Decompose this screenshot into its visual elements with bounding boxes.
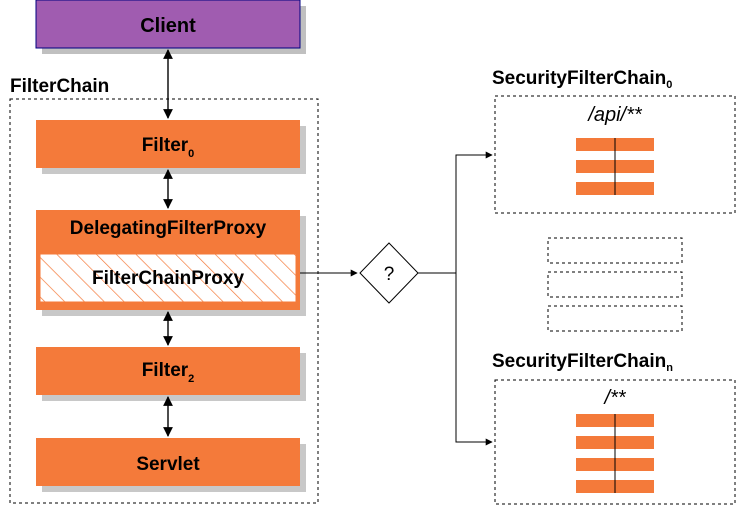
filter0-label: Filter0	[142, 135, 195, 160]
decision-label: ?	[384, 264, 395, 285]
client-node: Client	[35, 0, 306, 54]
filter0-node: Filter0	[36, 120, 306, 174]
security-chain-n-filter-stack	[576, 414, 654, 493]
filter2-node: Filter2	[36, 347, 306, 401]
security-chain-0-box	[494, 95, 736, 214]
placeholder-chain	[547, 271, 683, 298]
servlet-node: Servlet	[36, 438, 306, 492]
security-chain-0-title: SecurityFilterChain0	[492, 68, 672, 91]
proxy-label: FilterChainProxy	[92, 268, 244, 289]
filterchain-title: FilterChain	[10, 76, 109, 97]
decision-to-chain0-arrow	[418, 151, 493, 274]
decision-diamond: ?	[359, 242, 419, 304]
decision-to-chainn-arrow	[455, 273, 493, 446]
security-chain-n-box	[494, 379, 736, 505]
security-chain-n-title: SecurityFilterChainn	[492, 351, 673, 374]
client-label: Client	[140, 15, 196, 37]
delegating-label: DelegatingFilterProxy	[70, 218, 267, 239]
placeholder-chain	[547, 305, 683, 332]
servlet-label: Servlet	[136, 454, 200, 475]
filterchain-container	[9, 98, 319, 504]
delegating-filter-proxy-node: DelegatingFilterProxy FilterChainProxy	[36, 210, 306, 316]
filter2-label: Filter2	[142, 360, 195, 385]
security-chain-0-filter-stack	[576, 138, 654, 195]
filter-chain-proxy-node: FilterChainProxy	[39, 253, 297, 303]
placeholder-chain	[547, 237, 683, 264]
security-chain-0-pattern: /api/**	[586, 104, 643, 126]
security-chain-n-pattern: /**	[602, 387, 626, 409]
